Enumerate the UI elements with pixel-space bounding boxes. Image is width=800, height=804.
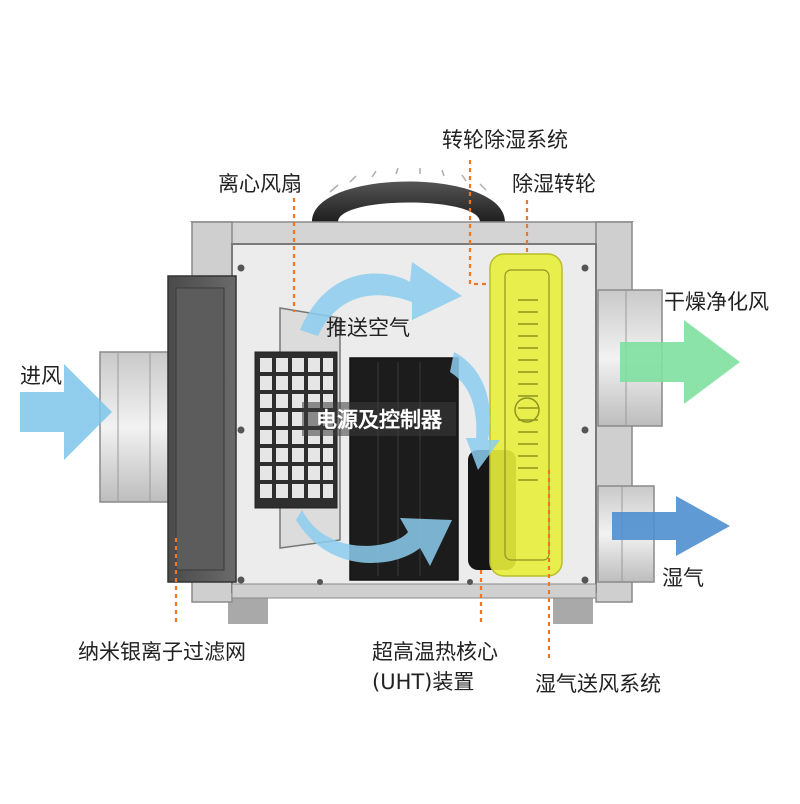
label-centrifugal-fan: 离心风扇 — [218, 172, 302, 196]
label-push-air: 推送空气 — [326, 316, 410, 340]
carry-handle — [312, 181, 505, 222]
label-dry-clean-air: 干燥净化风 — [664, 290, 769, 314]
label-humid-air-system: 湿气送风系统 — [535, 672, 661, 696]
label-nano-silver-filter: 纳米银离子过滤网 — [78, 640, 246, 664]
label-power-controller: 电源及控制器 — [302, 402, 456, 436]
label-rotor-system: 转轮除湿系统 — [442, 128, 568, 152]
label-uht-line2: (UHT)装置 — [372, 670, 475, 694]
nano-silver-filter — [167, 275, 237, 583]
inlet-arrow — [20, 364, 112, 460]
push-air-flow-arrow — [300, 262, 462, 336]
leader-lines — [174, 160, 551, 660]
lower-flow-arrow — [296, 510, 452, 566]
label-humid-air: 湿气 — [662, 566, 704, 590]
label-desiccant-rotor: 除湿转轮 — [512, 172, 596, 196]
screws — [237, 264, 589, 585]
leader-rotor-system — [468, 160, 490, 286]
desiccant-rotor — [489, 253, 563, 577]
controller-flow-arrow — [450, 352, 500, 470]
humid-air-arrow — [612, 496, 730, 556]
label-inlet: 进风 — [20, 364, 62, 388]
label-uht-line1: 超高温热核心 — [372, 640, 498, 664]
inlet-pipe — [99, 351, 171, 503]
dry-air-arrow — [620, 320, 740, 404]
